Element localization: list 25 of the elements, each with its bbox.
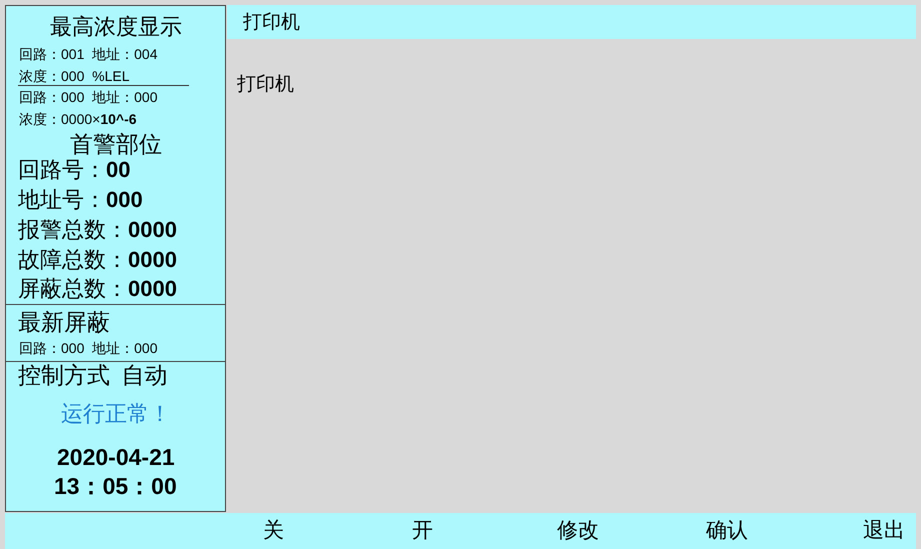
softkey-label: 退出 [863,520,905,541]
status-text: 地址号：000 [18,189,143,211]
status-text: 报警总数：0000 [18,219,177,241]
panel-heading: 最高浓度显示 [50,16,182,38]
page-heading: 打印机 [237,75,294,94]
panel-heading: 首警部位 [70,133,162,156]
reading-text: 浓度：0000×10^-6 [19,112,137,126]
title-bar [227,5,916,39]
softkey-label: 关 [263,520,284,541]
status-panel [5,361,226,512]
status-text: 回路号：00 [18,159,130,181]
status-panel [5,5,226,304]
status-text: 故障总数：0000 [18,249,177,271]
reading-text: 回路：000 地址：000 [19,90,158,104]
reading-text: 浓度：000 %LEL [19,69,130,83]
panel-heading: 最新屏蔽 [18,311,110,334]
status-text: 控制方式 自动 [18,364,168,387]
status-message: 运行正常！ [61,403,171,425]
date-text: 2020-04-21 [57,446,175,469]
reading-text: 回路：001 地址：004 [19,47,158,61]
time-text: 13：05：00 [54,475,177,498]
status-panel [5,304,226,361]
reading-text: 回路：000 地址：000 [19,341,158,355]
title-text: 打印机 [243,13,300,32]
status-text: 屏蔽总数：0000 [18,278,177,300]
